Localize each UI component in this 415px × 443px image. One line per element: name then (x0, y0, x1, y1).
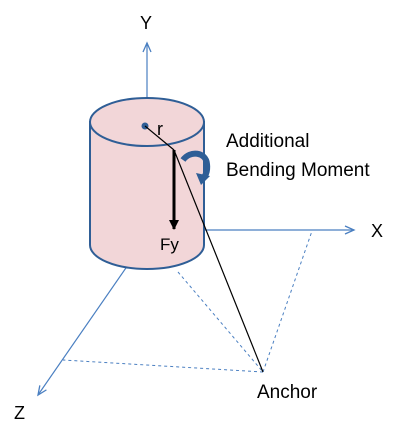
radius-line (144, 125, 175, 151)
y-axis-label: Y (140, 13, 152, 33)
moment-label-line1: Additional (226, 131, 309, 152)
projection-to-x-axis (262, 230, 313, 373)
anchor-label: Anchor (257, 382, 318, 403)
z-axis (37, 264, 129, 397)
projection-from-base (177, 271, 264, 373)
projection-to-z-axis (62, 359, 264, 373)
z-axis-label: Z (14, 403, 25, 423)
cylinder-top (89, 97, 205, 147)
anchor-line (173, 149, 264, 373)
moment-label-line2: Bending Moment (226, 160, 370, 181)
curved-arrow-icon (180, 150, 211, 185)
force-label: Fy (160, 235, 179, 254)
radius-label: r (157, 119, 163, 139)
projection-lines (62, 230, 313, 373)
x-axis-label: X (371, 221, 383, 241)
